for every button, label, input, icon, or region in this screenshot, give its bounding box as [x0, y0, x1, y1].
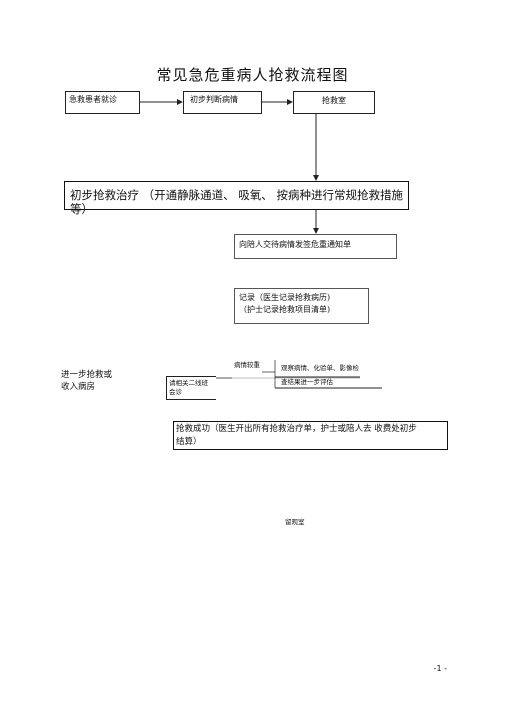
- node-consult-line2: 会诊: [169, 388, 182, 396]
- label-observe-checks: 观察病情、化验单、影像检: [281, 364, 359, 372]
- node-rescue-success-line2: 结算）: [176, 437, 202, 447]
- node-rescue-success: 抢救成功（医生开出所有抢救治疗单，护士或陪人去 收费处初步 结算）: [173, 421, 448, 450]
- label-admit-line2: 收入病房: [61, 382, 96, 392]
- label-observation-room: 留观室: [285, 518, 305, 526]
- label-further-evaluation: 查结果进一步评估: [281, 378, 333, 386]
- node-initial-judgement: 初步判断病情: [183, 91, 262, 114]
- node-record-line2: （护士记录抢救项目清单): [239, 305, 331, 314]
- label-condition-change: 病情较重: [234, 361, 260, 369]
- node-notify-family-label: 向陪人交待病情发签危重通知单: [239, 240, 351, 249]
- node-initial-treatment-label: 初步抢救治疗 （开通静脉通道、 吸氧、 按病种进行常规抢救措施等）: [70, 188, 403, 216]
- label-admit-line1: 进一步抢救或: [61, 370, 113, 380]
- node-rescue-room-label: 抢救室: [322, 96, 346, 105]
- page-number: -1 -: [433, 664, 447, 673]
- node-consult: 请相关二线班 会诊: [166, 376, 216, 400]
- node-initial-judgement-label: 初步判断病情: [190, 95, 238, 104]
- node-emergency-patient: 急救患者就诊: [65, 91, 140, 114]
- node-rescue-success-line1: 抢救成功（医生开出所有抢救治疗单，护士或陪人去 收费处初步: [176, 424, 417, 434]
- node-record-line1: 记录（医生记录抢救病历): [239, 293, 331, 302]
- node-notify-family: 向陪人交待病情发签危重通知单: [234, 234, 397, 259]
- page-title: 常见急危重病人抢救流程图: [156, 66, 349, 84]
- node-initial-treatment: 初步抢救治疗 （开通静脉通道、 吸氧、 按病种进行常规抢救措施等）: [64, 181, 409, 216]
- node-emergency-patient-label: 急救患者就诊: [69, 95, 117, 104]
- node-consult-line1: 请相关二线班: [169, 379, 208, 387]
- label-admit-ward: 进一步抢救或 收入病房: [61, 369, 112, 393]
- node-record: 记录（医生记录抢救病历) （护士记录抢救项目清单): [234, 288, 369, 324]
- node-rescue-room: 抢救室: [293, 91, 375, 114]
